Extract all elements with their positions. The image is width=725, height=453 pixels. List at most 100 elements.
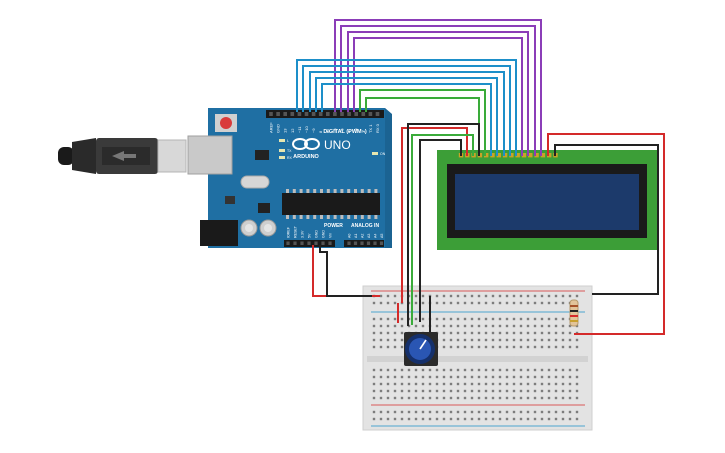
breadboard[interactable] (362, 285, 593, 431)
reset-button[interactable] (220, 117, 232, 129)
analog-pin-hole[interactable] (360, 241, 364, 246)
digital-pin-hole[interactable] (347, 112, 351, 116)
jumper-wire[interactable] (401, 127, 468, 303)
digital-pin-label: ~11 (297, 126, 302, 133)
power-label: POWER (324, 223, 343, 229)
model-label: UNO (324, 138, 351, 152)
power-pin-hole[interactable] (321, 241, 325, 246)
brand-label: ARDUINO (293, 154, 319, 160)
analog-pin-hole[interactable] (347, 241, 351, 246)
lcd-pin[interactable] (521, 153, 527, 158)
digital-pin-label: 13 (283, 128, 288, 133)
lcd-pin[interactable] (509, 153, 514, 158)
digital-pin-label: 2 (361, 130, 366, 133)
digital-pin-label: ~10 (304, 125, 309, 133)
digital-label: DIGITAL (PWM~) (323, 129, 367, 135)
power-pin-label: IOREF (286, 226, 290, 238)
power-pin-hole[interactable] (314, 241, 318, 246)
led-on-label: ON (380, 152, 386, 156)
analog-pin-hole[interactable] (353, 241, 358, 246)
power-jack (200, 220, 238, 246)
jumper-wire[interactable] (302, 65, 511, 156)
jumper-wire[interactable] (407, 123, 480, 326)
digital-pin-hole[interactable] (304, 112, 309, 116)
power-pin-hole[interactable] (293, 241, 297, 246)
digital-pin-label: ~3 (354, 128, 359, 133)
digital-pin-label: ~6 (332, 128, 337, 133)
digital-pin-hole[interactable] (326, 112, 330, 116)
analog-pin-label: A1 (354, 234, 358, 238)
led-rx-label: RX (287, 156, 293, 160)
digital-pin-label: 4 (347, 130, 352, 133)
digital-pin-hole[interactable] (340, 112, 344, 116)
digital-pin-hole[interactable] (361, 112, 366, 116)
lcd-pin[interactable] (515, 153, 520, 158)
jumper-wire[interactable] (340, 25, 536, 156)
analog-pin-hole[interactable] (379, 241, 384, 246)
digital-pin-label: TX 1 (368, 124, 373, 133)
power-pin-label: GND (314, 230, 318, 238)
digital-pin-hole[interactable] (276, 112, 280, 116)
power-pin-hole[interactable] (307, 241, 311, 246)
digital-pin-hole[interactable] (318, 112, 323, 116)
jumper-wire[interactable] (309, 71, 505, 156)
power-pin-label: GND (321, 230, 325, 238)
power-pin-hole[interactable] (300, 241, 304, 246)
lcd-pin[interactable] (528, 153, 533, 158)
lcd-pin[interactable] (484, 153, 489, 158)
lcd-screen (455, 174, 639, 230)
jumper-wire[interactable] (353, 37, 523, 156)
jumper-wire[interactable] (547, 133, 665, 335)
lcd-pin[interactable] (540, 153, 546, 158)
jumper-wire[interactable] (315, 77, 498, 156)
digital-pin-hole[interactable] (375, 112, 380, 116)
digital-pin-hole[interactable] (269, 112, 273, 116)
digital-pin-hole[interactable] (283, 112, 287, 116)
usb-port (187, 135, 233, 175)
jumper-wire[interactable] (321, 83, 492, 156)
power-pin-label: RESET (293, 225, 297, 238)
digital-pin-hole[interactable] (297, 112, 302, 116)
potentiometer[interactable] (404, 332, 438, 366)
jumper-wire[interactable] (419, 139, 462, 322)
digital-pin-hole[interactable] (311, 112, 316, 116)
crystal-oscillator (240, 175, 270, 189)
digital-pin-label: 7 (325, 130, 330, 133)
lcd-pin[interactable] (534, 153, 539, 158)
lcd-pin[interactable] (490, 153, 495, 158)
lcd-pin[interactable] (502, 153, 508, 158)
digital-pin-label: 12 (290, 128, 295, 133)
led-tx-label: TX (287, 149, 292, 153)
analog-pin-label: A2 (360, 234, 364, 238)
lcd-pin[interactable] (547, 153, 552, 158)
digital-pin-hole[interactable] (354, 112, 358, 116)
analog-pin-hole[interactable] (366, 241, 371, 246)
jumper-wire[interactable] (411, 134, 474, 325)
analog-pin-label: A3 (367, 234, 371, 238)
lcd-pin[interactable] (496, 153, 501, 158)
power-pin-hole[interactable] (286, 241, 290, 246)
power-pin-label: Vin (328, 233, 332, 238)
jumper-wire[interactable] (296, 59, 517, 156)
jumper-wire[interactable] (319, 245, 372, 297)
atmega-chip (282, 193, 380, 215)
digital-pin-label: RX 0 (375, 123, 380, 133)
analog-pin-hole[interactable] (373, 241, 377, 246)
power-pin-label: 5V (307, 233, 311, 238)
power-pin-label: 3.3V (300, 230, 304, 238)
power-pin-hole[interactable] (328, 241, 332, 246)
lcd-16x2[interactable] (437, 150, 659, 250)
digital-pin-label: ~9 (311, 128, 316, 133)
jumper-wire[interactable] (359, 89, 486, 156)
potentiometer-knob[interactable] (419, 339, 427, 350)
jumper-wire[interactable] (554, 144, 659, 295)
digital-pin-hole[interactable] (333, 112, 337, 116)
digital-pin-hole[interactable] (368, 112, 373, 116)
analog-pin-label: A5 (380, 234, 384, 238)
digital-pin-hole[interactable] (290, 112, 295, 116)
resistor[interactable] (569, 299, 579, 327)
arduino-logo-icon (292, 138, 320, 150)
digital-pin-label: 8 (318, 130, 323, 133)
analog-header (344, 240, 384, 247)
